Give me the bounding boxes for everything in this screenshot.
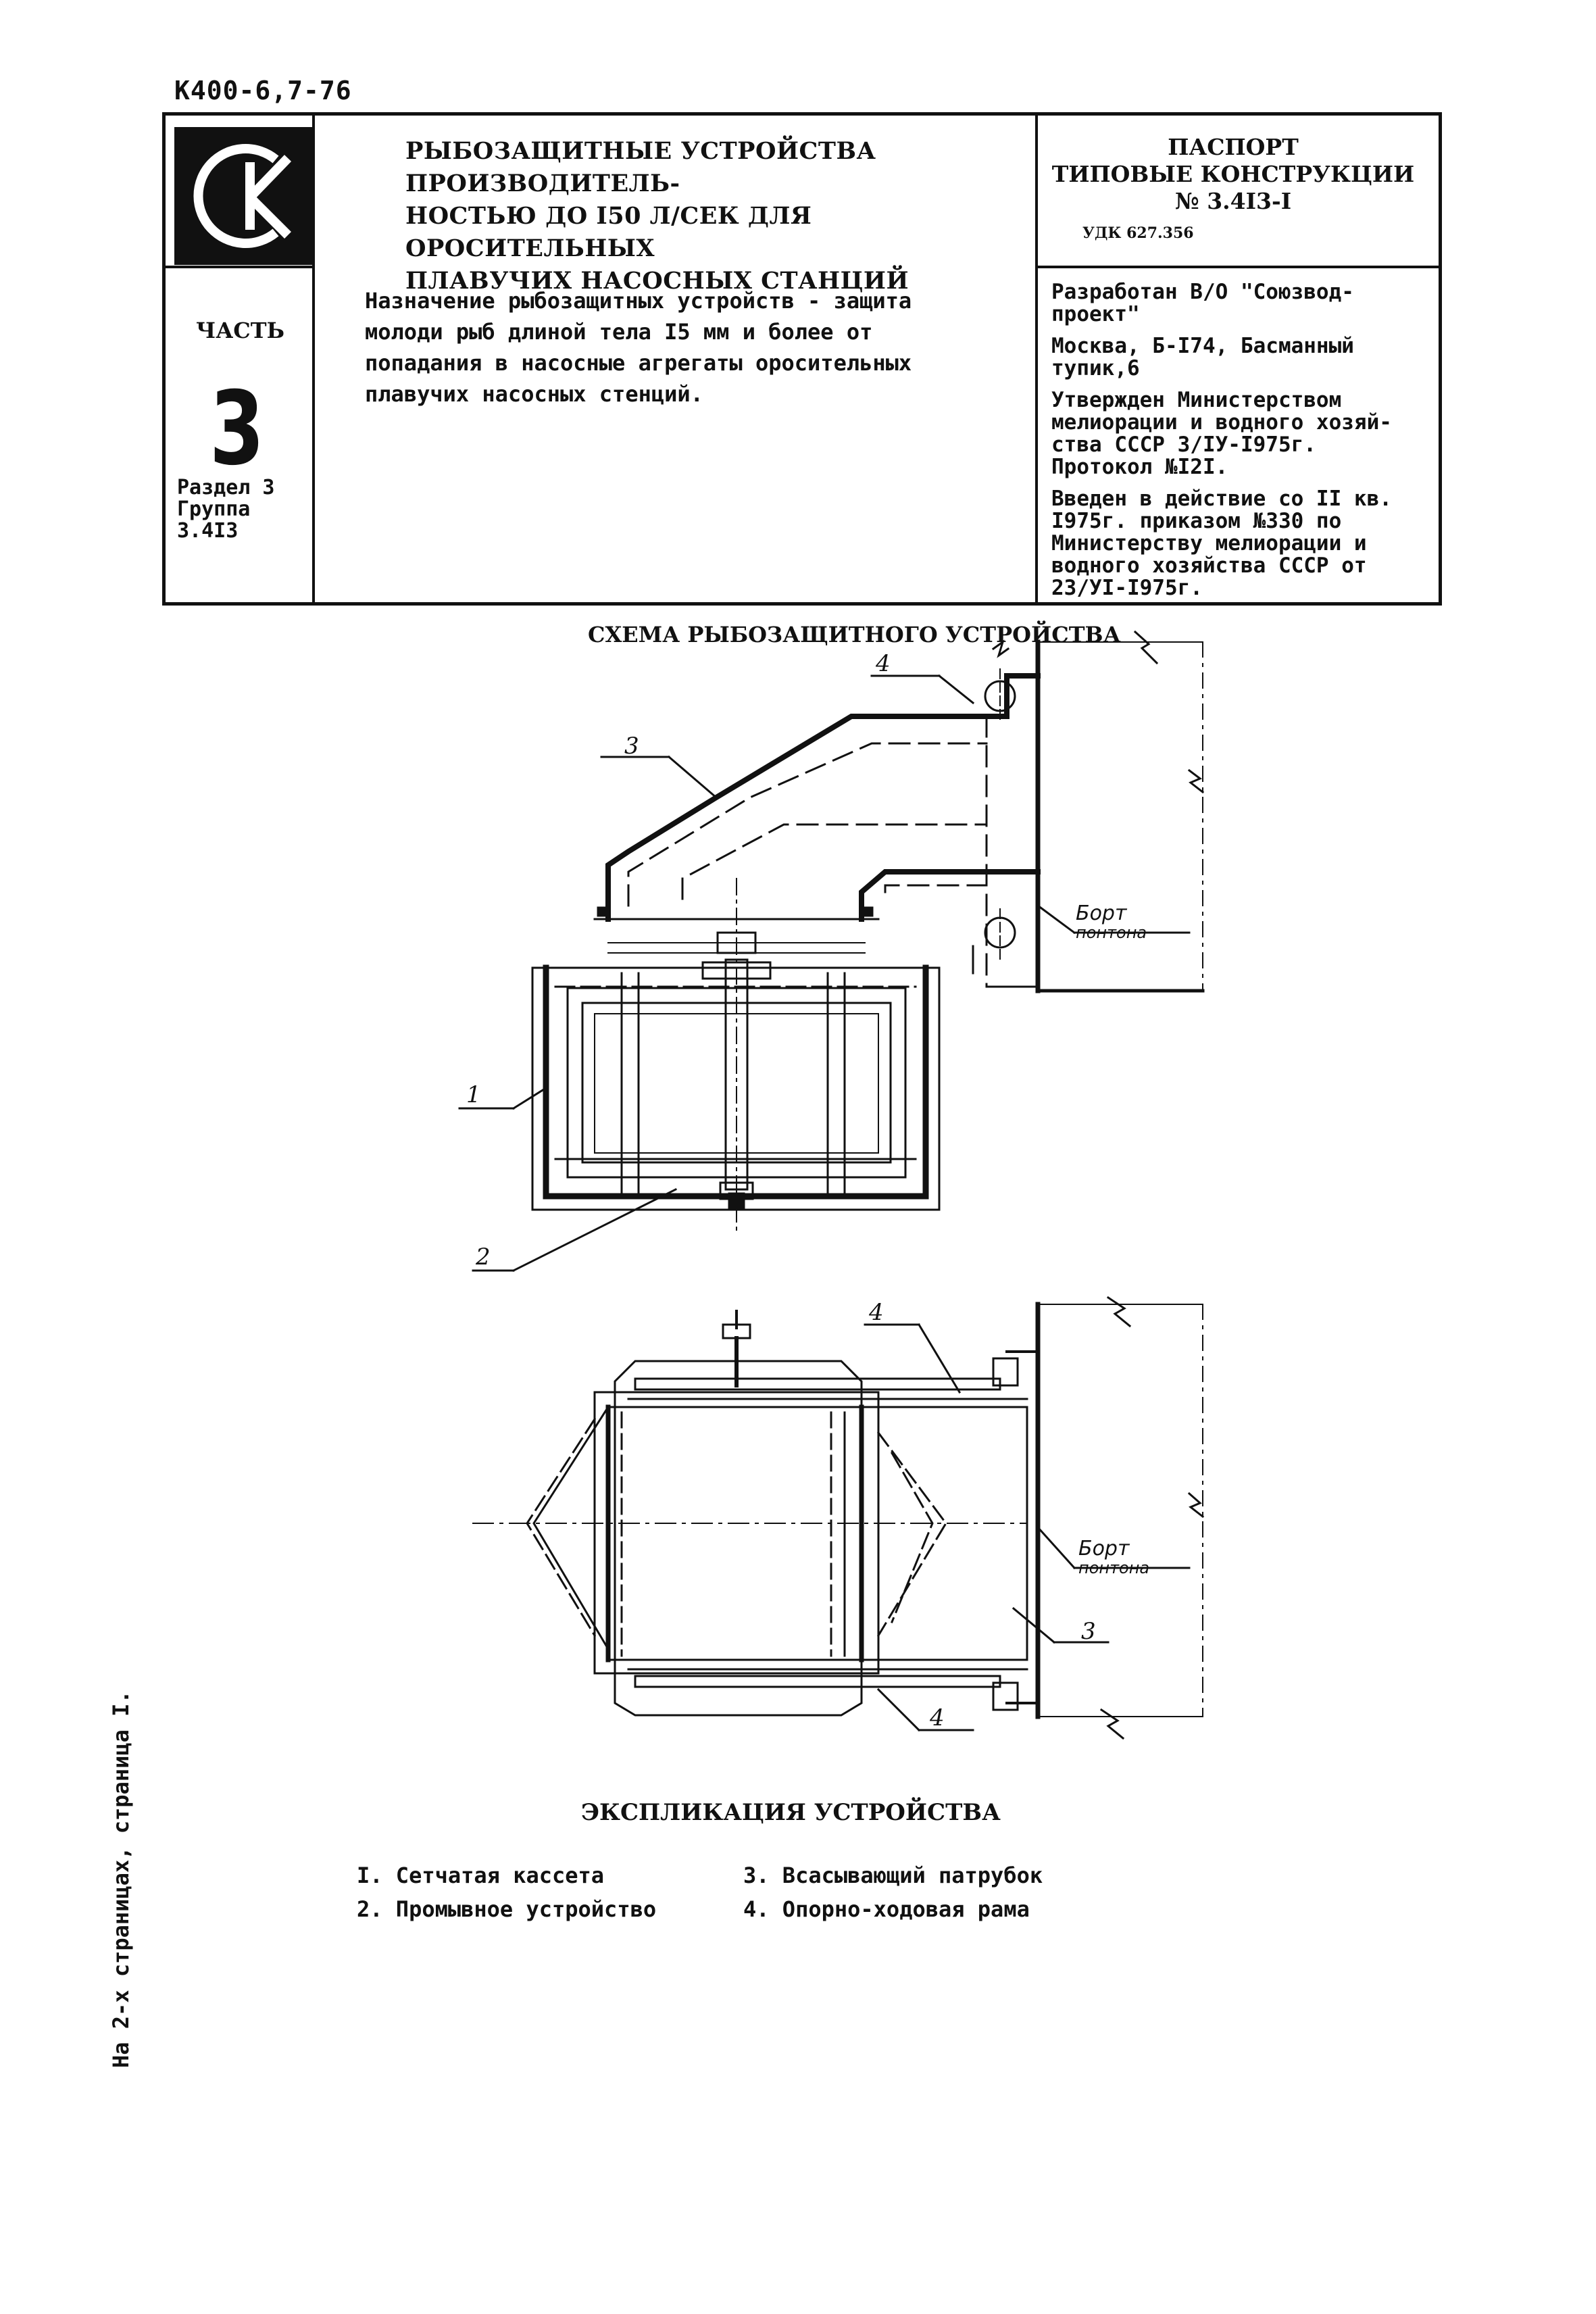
legend-item-1: I. Сетчатая кассета (357, 1863, 605, 1888)
address-line: Москва, Б-I74, Басманный (1051, 334, 1354, 358)
callout-4-bottom: 4 (869, 1299, 884, 1326)
passport-number: № 3.4I3-I (1174, 188, 1292, 214)
enacted-line: Министерству мелиорации и (1051, 531, 1367, 556)
part-number: 3 (209, 370, 265, 488)
developed-line: проект" (1051, 302, 1140, 326)
callout-3-top: 3 (624, 733, 639, 760)
sk-logo-icon (174, 127, 312, 265)
developed-by: Разработан В/О "Союзвод- проект" (1051, 281, 1437, 326)
explication-title: ЭКСПЛИКАЦИЯ УСТРОЙСТВА (581, 1799, 1001, 1826)
bort-label: Борт (1076, 902, 1127, 925)
passport-block: ПАСПОРТ ТИПОВЫЕ КОНСТРУКЦИИ № 3.4I3-I (1027, 134, 1439, 215)
callout-3-bottom: 3 (1081, 1618, 1096, 1645)
header-table (162, 112, 1442, 606)
enacted-line: Введен в действие со II кв. (1051, 487, 1392, 511)
callout-4-top: 4 (876, 650, 891, 677)
address-line: тупик,6 (1051, 356, 1140, 380)
enacted-line: водного хозяйства СССР от (1051, 553, 1367, 578)
part-label: ЧАСТЬ (196, 318, 284, 343)
passport-heading: ПАСПОРТ (1168, 134, 1299, 160)
developed-line: Разработан В/О "Союзвод- (1051, 280, 1354, 304)
udk-code: УДК 627.356 (1082, 224, 1194, 242)
pontoon-label-top: Борт понтона (1076, 902, 1147, 943)
pontoon-wall-bottom (992, 1296, 1205, 1740)
approved-by: Утвержден Министерством мелиорации и вод… (1051, 389, 1437, 478)
cassette-bottom (472, 1310, 1028, 1717)
passport-subheading: ТИПОВЫЕ КОНСТРУКЦИИ (1051, 161, 1415, 187)
title-line: ПЛАВУЧИХ НАСОСНЫХ СТАНЦИЙ (405, 267, 909, 295)
side-page-note: На 2-х страницах, страница I. (108, 1690, 134, 2068)
suction-pipe-top (593, 668, 1041, 988)
purpose-line: плавучих насосных стенций. (365, 381, 703, 407)
approved-line: ства СССР 3/IУ-I975г. (1051, 433, 1316, 457)
title-line: РЫБОЗАЩИТНЫЕ УСТРОЙСТВА ПРОИЗВОДИТЕЛЬ- (405, 137, 876, 197)
legend-item-3: 3. Всасывающий патрубок (743, 1863, 1043, 1888)
callout-lines-bottom (864, 1323, 1191, 1732)
group-number: 3.4I3 (177, 519, 239, 543)
approved-line: мелиорации и водного хозяй- (1051, 410, 1392, 435)
approved-line: Протокол №I2I. (1051, 455, 1228, 479)
approved-line: Утвержден Министерством (1051, 388, 1342, 412)
pontoon-label-bottom: Борт понтона (1078, 1537, 1150, 1578)
purpose-line: попадания в насосные агрегаты оросительн… (365, 350, 912, 376)
callout-4-bottom-2: 4 (930, 1704, 945, 1731)
section-label: Раздел 3 (177, 476, 275, 499)
purpose-line: Назначение рыбозащитных устройств - защи… (365, 288, 912, 314)
mesh-cassette-top (531, 878, 941, 1231)
address: Москва, Б-I74, Басманный тупик,6 (1051, 335, 1437, 380)
purpose-line: молоди рыб длиной тела I5 мм и более от (365, 319, 873, 345)
group-label: Группа (177, 497, 251, 521)
logo (174, 127, 312, 265)
callout-2: 2 (476, 1244, 491, 1271)
title-line: НОСТЬЮ ДО I50 л/сек ДЛЯ ОРОСИТЕЛЬНЫХ (405, 202, 812, 262)
legend-item-2: 2. Промывное устройство (357, 1896, 657, 1922)
ponton-label: понтона (1076, 923, 1147, 942)
pontoon-wall-top (991, 630, 1205, 993)
section-group: Раздел 3 Группа 3.4I3 (177, 477, 275, 542)
ponton-label: понтона (1078, 1558, 1150, 1577)
bort-label: Борт (1078, 1537, 1130, 1560)
enacted: Введен в действие со II кв. I975г. прика… (1051, 488, 1437, 599)
document-title: РЫБОЗАЩИТНЫЕ УСТРОЙСТВА ПРОИЗВОДИТЕЛЬ- Н… (405, 135, 1014, 297)
callout-1: 1 (466, 1081, 481, 1108)
document-code: К400-6,7-76 (174, 76, 352, 105)
enacted-line: 23/УI-I975г. (1051, 576, 1203, 600)
purpose-text: Назначение рыбозащитных устройств - защи… (365, 285, 959, 410)
legend-item-4: 4. Опорно-ходовая рама (743, 1896, 1030, 1922)
enacted-line: I975г. приказом №330 по (1051, 509, 1342, 533)
developer-info: Разработан В/О "Союзвод- проект" Москва,… (1051, 281, 1437, 609)
callout-lines-top (458, 674, 1191, 1273)
schema-title: СХЕМА РЫБОЗАЩИТНОГО УСТРОЙСТВА (588, 622, 1121, 647)
